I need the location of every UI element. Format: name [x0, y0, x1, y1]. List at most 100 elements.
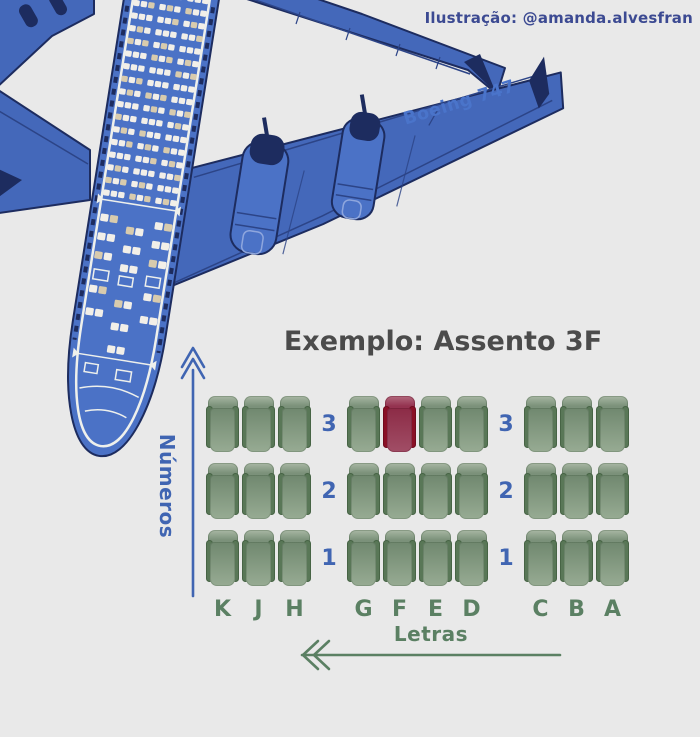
cabin-seat: [159, 3, 166, 11]
seat-part: [282, 542, 307, 586]
seat-part: [242, 406, 249, 448]
cabin-seat: [194, 0, 202, 4]
cabin-seat: [196, 35, 203, 43]
cabin-seat: [153, 41, 160, 49]
cabin-seat: [110, 190, 118, 198]
cabin-seat: [166, 173, 174, 181]
cabin-seat: [168, 160, 176, 168]
cabin-seat: [179, 136, 187, 144]
cabin-seat: [149, 67, 156, 74]
cabin-seat: [143, 27, 151, 34]
seat-1H: [278, 530, 311, 586]
seat-part: [242, 540, 249, 582]
seat-part: [456, 396, 487, 410]
cabin-seat: [145, 183, 153, 190]
cabin-seat: [126, 89, 134, 96]
seat-2K: [206, 463, 239, 519]
seat-part: [528, 408, 553, 452]
seat-part: [246, 408, 271, 452]
seat-part: [459, 542, 484, 586]
cabin-seat: [130, 64, 138, 71]
seat-part: [481, 473, 488, 515]
cabin-seat: [153, 132, 161, 140]
windows-left: [72, 0, 132, 340]
seat-part: [456, 530, 487, 544]
cabin-seat: [111, 138, 118, 146]
cabin-seat: [136, 26, 144, 33]
numbers-axis-label: Números: [155, 433, 179, 539]
seat-part: [409, 406, 416, 448]
seat-part: [550, 540, 557, 582]
seat-part: [232, 406, 239, 448]
letter-J: J: [254, 597, 263, 622]
cabin-seat: [123, 62, 130, 70]
cabin-seat: [181, 33, 188, 40]
seat-part: [232, 540, 239, 582]
cabin-seat: [94, 308, 104, 318]
cabin-seat: [202, 0, 209, 5]
seat-part: [373, 540, 380, 582]
engine-outer: [330, 94, 386, 221]
seat-part: [561, 463, 592, 477]
seat-part: [455, 473, 462, 515]
cabin-seat: [119, 88, 126, 95]
seat-part: [210, 542, 235, 586]
seat-part: [242, 473, 249, 515]
cabin-seat: [127, 128, 135, 136]
cabin-seat: [133, 90, 141, 98]
cabin-seat: [133, 168, 140, 175]
cabin-seat: [178, 97, 186, 105]
cabin-seat: [159, 172, 166, 179]
cabin-seat: [109, 151, 116, 158]
cabin-seat: [173, 6, 181, 13]
seat-3H: [278, 396, 311, 452]
cabin-seat: [120, 127, 128, 134]
seat-1K: [206, 530, 239, 586]
cabin-seat: [129, 115, 137, 123]
seat-part: [560, 406, 567, 448]
letter-E: E: [427, 597, 444, 622]
seat-part: [384, 396, 415, 410]
seat-part: [348, 463, 379, 477]
cabin-seat: [161, 159, 168, 167]
cabin-seat-rows: [85, 0, 209, 355]
fuselage: [67, 0, 222, 457]
seat-part: [423, 542, 448, 586]
cabin-seat: [166, 5, 174, 12]
cabin-seat: [129, 193, 136, 201]
cabin-seat: [190, 21, 198, 29]
seat-block: [524, 396, 629, 452]
seat-part: [597, 463, 628, 477]
seat-part: [278, 540, 285, 582]
cabin-seat: [160, 242, 170, 251]
seat-2D: [455, 463, 488, 519]
cabin-seat: [119, 323, 129, 333]
seat-part: [622, 540, 629, 582]
cabin-seat: [152, 93, 160, 101]
seat-1G: [347, 530, 380, 586]
cabin-seat: [172, 135, 180, 143]
seat-part: [586, 540, 593, 582]
seat-1B: [560, 530, 593, 586]
seat-part: [561, 530, 592, 544]
seat-part: [387, 475, 412, 519]
seat-1J: [242, 530, 275, 586]
seat-part: [348, 396, 379, 410]
seat-1C: [524, 530, 557, 586]
seat-3F: [383, 396, 416, 452]
engine-inner: [229, 117, 290, 256]
cabin-seat: [147, 2, 155, 9]
seat-part: [423, 408, 448, 452]
cabin-seat: [151, 54, 158, 61]
cabin-border: [75, 0, 213, 448]
seat-part: [409, 473, 416, 515]
cabin-seat: [144, 144, 152, 151]
cabin-seat: [173, 83, 180, 91]
plane-model-label: Boeing 747: [401, 76, 518, 130]
cabin-seat: [131, 246, 141, 256]
